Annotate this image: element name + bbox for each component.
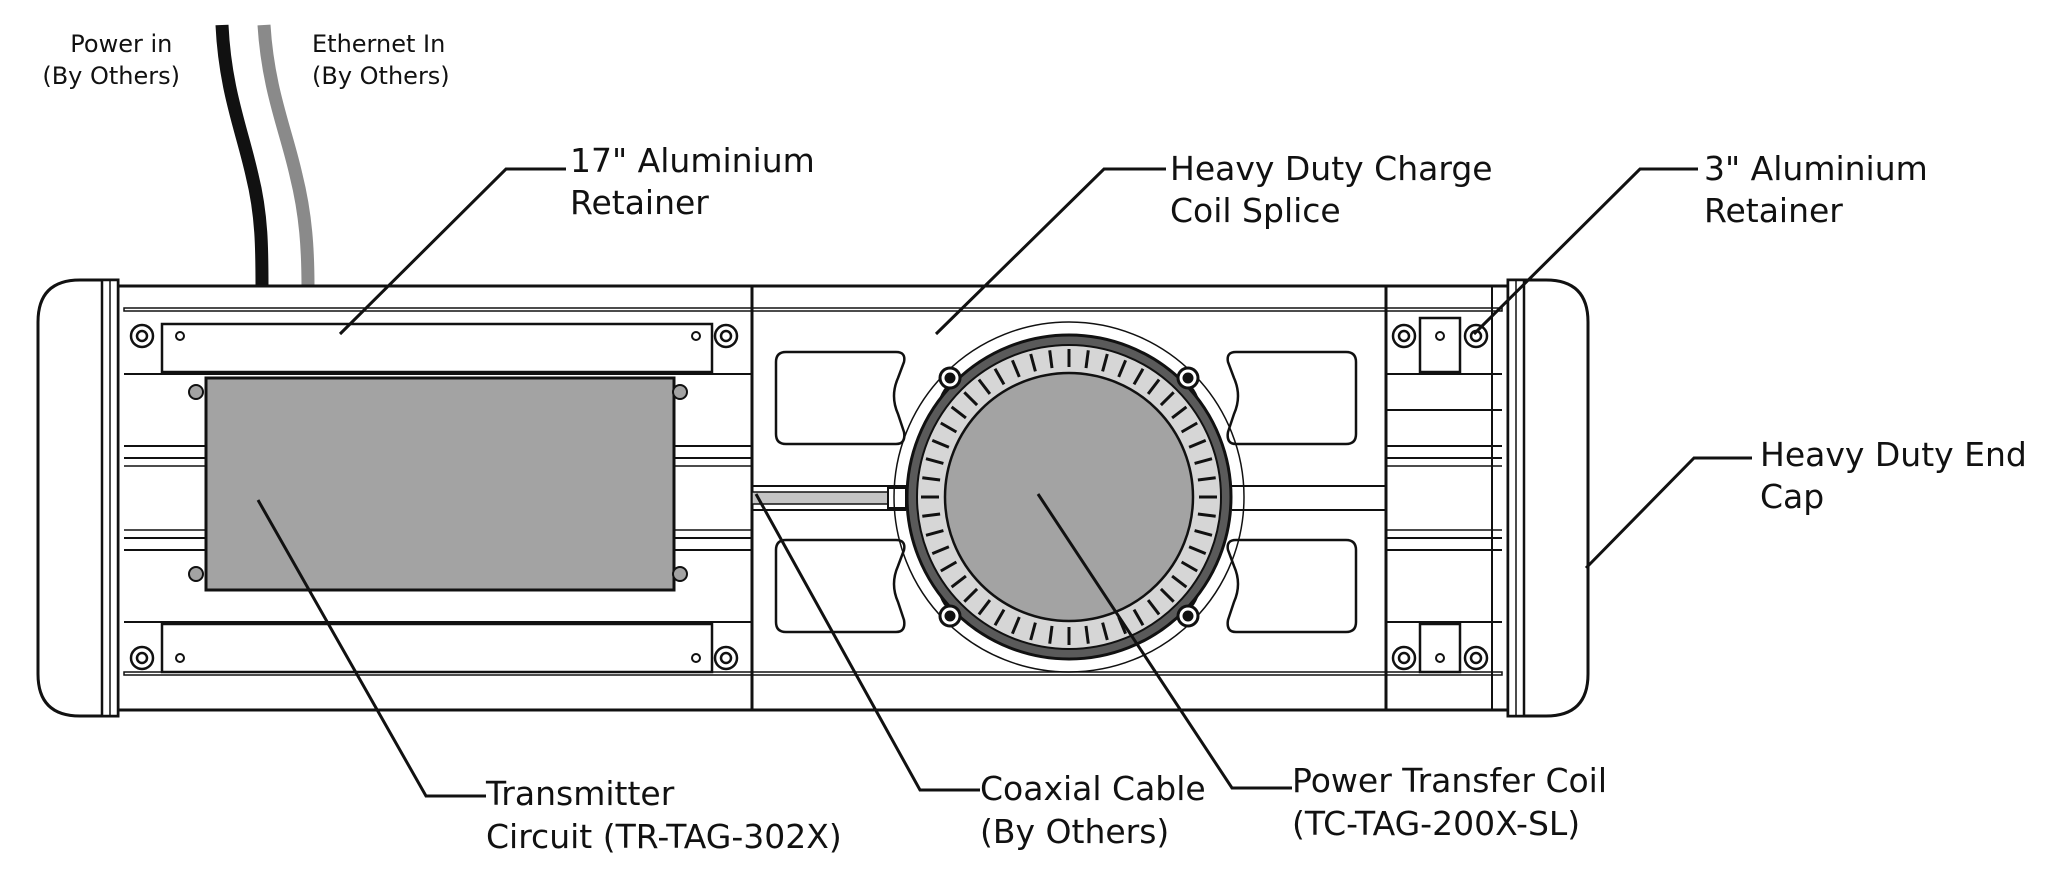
end-cap-right (1506, 278, 1590, 718)
coil-tick (977, 378, 992, 395)
coil-tick (1171, 574, 1188, 589)
coaxial-cable (751, 487, 907, 509)
coil-tick (1188, 439, 1207, 449)
coil-tick (1180, 421, 1198, 434)
screw-icon (1391, 323, 1417, 349)
leader-lines (256, 167, 1752, 798)
screw-icon (713, 645, 739, 671)
coil-tick (931, 439, 950, 449)
label-coaxial-cable: Coaxial Cable (By Others) (980, 769, 1216, 851)
screw-icon (129, 323, 155, 349)
screw-icon (938, 366, 962, 390)
coil-tick (1048, 350, 1054, 369)
transmitter-circuit (188, 376, 688, 592)
coil-tick (1084, 625, 1090, 644)
coil-tick (1101, 622, 1109, 641)
coil-tick (950, 574, 967, 589)
coil-tick (922, 476, 941, 482)
leader-power-transfer-coil (1036, 493, 1292, 790)
end-cap-left (36, 278, 120, 718)
coil-tick (1084, 350, 1090, 369)
coil-tick (1048, 625, 1054, 644)
coil-tick (963, 587, 979, 603)
coil-tick (1194, 529, 1213, 537)
label-end-cap: Heavy Duty End Cap (1760, 435, 2037, 516)
coil-tick (977, 599, 992, 616)
coil-tick (1171, 405, 1188, 420)
coil-tick (922, 512, 941, 518)
label-power-transfer-coil: Power Transfer Coil (TC-TAG-200X-SL) (1292, 761, 1618, 843)
coil-tick (925, 529, 944, 537)
screw-icon (938, 604, 962, 628)
coil-tick (931, 545, 950, 555)
coil-tick (1159, 587, 1175, 603)
label-ethernet-in: Ethernet In (By Others) (312, 30, 453, 90)
coil-tick (1132, 608, 1145, 626)
label-retainer-17: 17" Aluminium Retainer (570, 141, 825, 222)
coil-tick (1132, 368, 1145, 386)
label-transmitter-circuit: Transmitter Circuit (TR-TAG-302X) (485, 774, 842, 856)
coil-tick (1197, 512, 1216, 518)
coil-tick (993, 608, 1006, 626)
power-cable (215, 24, 269, 289)
coil-ticks (921, 349, 1217, 645)
coil-tick (1101, 353, 1109, 372)
retainer-17-strips (160, 322, 714, 674)
label-power-in: Power in (By Others) (42, 30, 180, 90)
coil-tick (1146, 378, 1161, 395)
coil-tick (925, 457, 944, 465)
screw-icon (1463, 645, 1489, 671)
power-transfer-coil (893, 321, 1245, 673)
coil-tick (1188, 545, 1207, 555)
coil-tick (1011, 359, 1021, 378)
coil-tick (1146, 599, 1161, 616)
leader-transmitter-circuit (256, 499, 486, 798)
screw-icon (1391, 645, 1417, 671)
screw-icon (1176, 604, 1200, 628)
label-charge-coil-splice: Heavy Duty Charge Coil Splice (1170, 149, 1503, 230)
label-retainer-3: 3" Aluminium Retainer (1704, 149, 1938, 230)
coil-tick (1180, 560, 1198, 573)
coil-tick (1194, 457, 1213, 465)
coil-tick (1117, 359, 1127, 378)
leader-charge-coil-splice (934, 167, 1166, 336)
leader-retainer-17 (338, 167, 566, 336)
screw-icon (1463, 323, 1489, 349)
coil-tick (1159, 391, 1175, 407)
coil-tick (1197, 476, 1216, 482)
coil-tick (1011, 616, 1021, 635)
screw-icons (129, 323, 1489, 671)
coil-tick (1029, 353, 1037, 372)
screw-icon (1176, 366, 1200, 390)
screw-icon (129, 645, 155, 671)
coil-tick (940, 560, 958, 573)
ethernet-cable (257, 24, 315, 289)
screw-icon (713, 323, 739, 349)
splice-cutouts (774, 350, 1358, 634)
coil-tick (950, 405, 967, 420)
coil-tick (940, 421, 958, 434)
leader-retainer-3 (1472, 167, 1698, 336)
coil-tick (993, 368, 1006, 386)
coil-tick (963, 391, 979, 407)
retainer-3-blocks (1418, 316, 1462, 674)
coil-tick (1029, 622, 1037, 641)
leader-coaxial-cable (754, 493, 980, 792)
leader-end-cap (1584, 456, 1752, 570)
